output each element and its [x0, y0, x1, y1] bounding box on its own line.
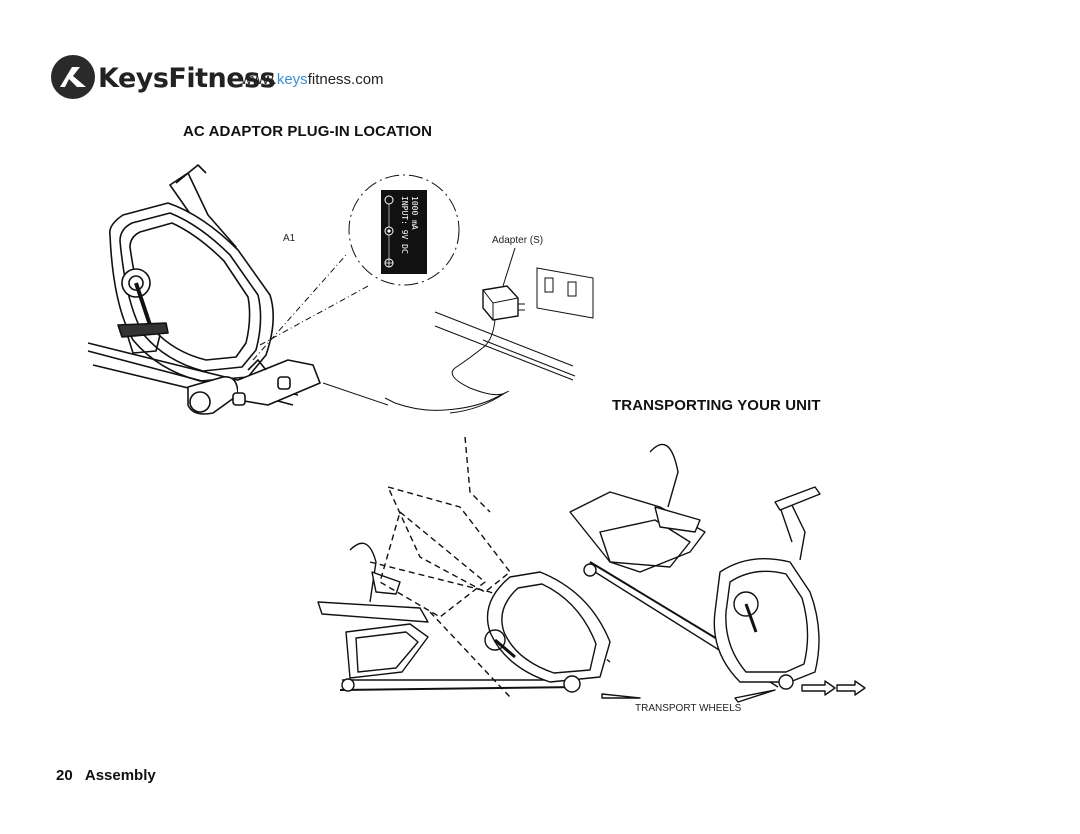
plate-input-text: INPUT: 9V DC [400, 196, 409, 254]
brand-logo: KeysFitness [50, 53, 276, 103]
plate-current-text: 1000 mA [410, 196, 419, 230]
adapter-label: Adapter (S) [492, 235, 544, 246]
url-prefix: www. [241, 71, 277, 88]
zoom-callout-circle: INPUT: 9V DC 1000 mA [348, 174, 460, 286]
transport-heading: TRANSPORTING YOUR UNIT [612, 397, 821, 414]
transport-wheels-label: TRANSPORT WHEELS [635, 703, 742, 714]
section-name: Assembly [84, 767, 156, 784]
website-url: www.keysfitness.com [241, 71, 384, 88]
ac-adaptor-heading: AC ADAPTOR PLUG-IN LOCATION [183, 123, 433, 140]
logo-wordmark: KeysFitness [98, 63, 276, 94]
page-number: 20 [56, 767, 73, 784]
wall-adapter-illustration [384, 247, 594, 414]
keys-logo-icon [51, 55, 95, 99]
callout-a1-label: A1 [283, 233, 296, 244]
transport-bikes-illustration [317, 436, 866, 703]
url-accent: keys [276, 71, 308, 88]
url-suffix: fitness.com [307, 71, 384, 88]
bike-side-illustration [87, 164, 389, 415]
page-footer: 20 Assembly [56, 767, 156, 784]
